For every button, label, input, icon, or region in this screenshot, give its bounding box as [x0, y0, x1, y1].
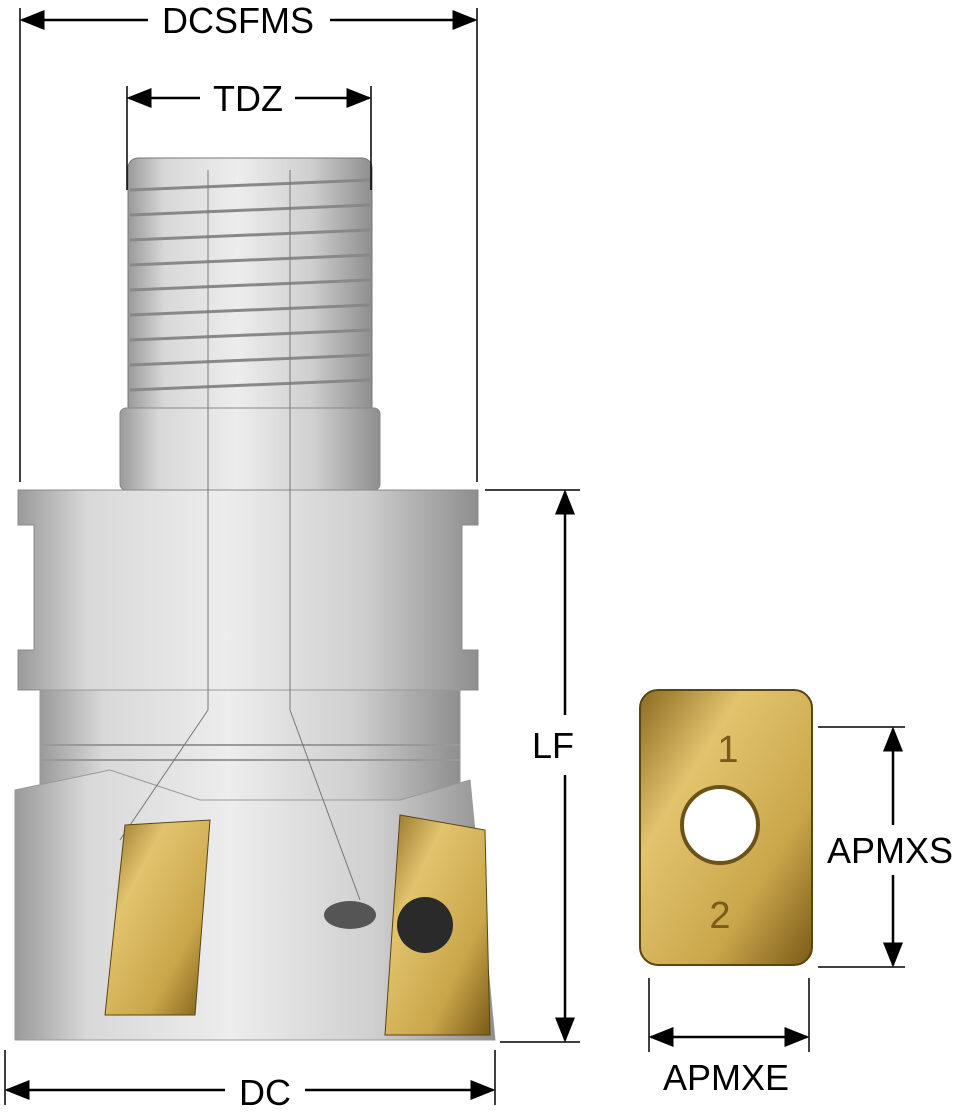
label-lf: LF: [532, 725, 574, 766]
insert-mark-bottom: 2: [709, 895, 730, 937]
label-dcsfms: DCSFMS: [162, 0, 314, 41]
insert-mark-top: 1: [717, 729, 738, 771]
label-apmxs: APMXS: [827, 830, 953, 871]
label-tdz: TDZ: [213, 78, 283, 119]
insert: 1 2: [639, 689, 813, 966]
screw-icon: [397, 897, 453, 953]
label-dc: DC: [239, 1072, 291, 1113]
dimension-arrows: [4, 10, 903, 1100]
label-apmxe: APMXE: [663, 1057, 789, 1098]
thread-lines: [129, 178, 371, 392]
cutter-body: [14, 157, 496, 1041]
